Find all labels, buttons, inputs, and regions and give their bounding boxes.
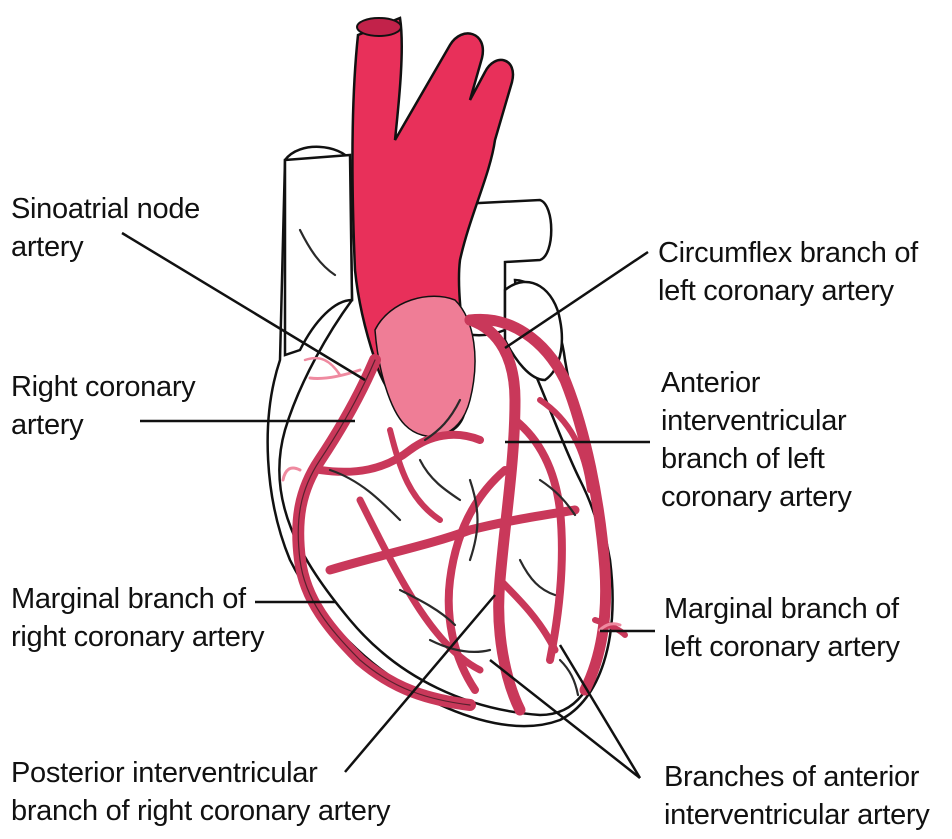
label-line: Anterior bbox=[661, 364, 852, 402]
label-posterior-interventricular: Posterior interventricular branch of rig… bbox=[11, 754, 390, 830]
label-line: left coronary artery bbox=[664, 628, 900, 666]
label-line: branch of right coronary artery bbox=[11, 792, 390, 830]
aorta-opening bbox=[357, 18, 401, 36]
label-anterior-interventricular: Anterior interventricular branch of left… bbox=[661, 364, 852, 516]
label-line: Posterior interventricular bbox=[11, 754, 390, 792]
label-line: Right coronary bbox=[11, 368, 195, 406]
label-line: left coronary artery bbox=[658, 272, 918, 310]
label-line: interventricular artery bbox=[664, 796, 929, 834]
label-line: right coronary artery bbox=[11, 618, 264, 656]
label-line: branch of left bbox=[661, 440, 852, 478]
label-sinoatrial-node-artery: Sinoatrial node artery bbox=[11, 190, 200, 266]
label-line: Marginal branch of bbox=[664, 590, 900, 628]
label-line: interventricular bbox=[661, 402, 852, 440]
label-line: Branches of anterior bbox=[664, 758, 929, 796]
label-line: artery bbox=[11, 406, 195, 444]
label-right-coronary-artery: Right coronary artery bbox=[11, 368, 195, 444]
label-line: artery bbox=[11, 228, 200, 266]
label-circumflex-branch: Circumflex branch of left coronary arter… bbox=[658, 234, 918, 310]
label-line: coronary artery bbox=[661, 478, 852, 516]
label-marginal-branch-right: Marginal branch of right coronary artery bbox=[11, 580, 264, 656]
label-branches-anterior: Branches of anterior interventricular ar… bbox=[664, 758, 929, 834]
label-line: Circumflex branch of bbox=[658, 234, 918, 272]
aortic-root bbox=[375, 296, 475, 436]
label-line: Marginal branch of bbox=[11, 580, 264, 618]
label-marginal-branch-left: Marginal branch of left coronary artery bbox=[664, 590, 900, 666]
label-line: Sinoatrial node bbox=[11, 190, 200, 228]
